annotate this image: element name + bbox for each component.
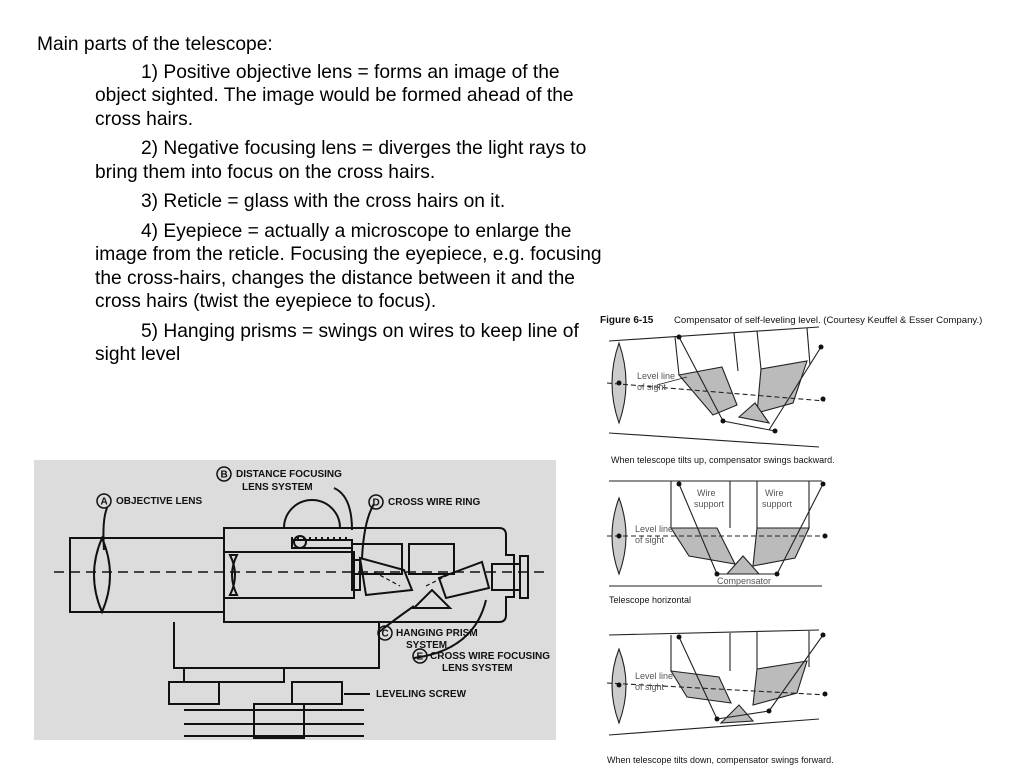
note-item-focusing-lens: 2) Negative focusing lens = diverges the… [95,138,587,183]
label-lens-system-e: LENS SYSTEM [442,663,513,674]
panel1-caption: When telescope tilts up, compensator swi… [611,455,835,465]
telescope-diagram: A OBJECTIVE LENS B DISTANCE FOCUSING LEN… [54,466,550,739]
figure-caption: Compensator of self-leveling level. (Cou… [674,315,982,326]
note-item-eyepiece: 4) Eyepiece = actually a microscope to e… [95,220,602,313]
level-line-label-2: Level line [635,524,673,534]
compensator-label: Compensator [717,576,771,586]
wire-support-left-2: support [694,499,725,509]
wire-support-left-1: Wire [697,488,716,498]
label-distance-focusing: DISTANCE FOCUSING [236,469,342,480]
panel-tilt-down: Level line of sight When telescope tilts… [606,629,834,765]
label-b-letter: B [221,470,228,481]
level-line-label-3: Level line [635,671,673,681]
notes-heading: Main parts of the telescope: [37,34,273,55]
note-item-objective-lens: 1) Positive objective lens = forms an im… [95,61,574,130]
of-sight-label-2: of sight [635,535,665,545]
panel-horizontal: Level line of sight Wire support Wire su… [607,480,828,605]
label-a-letter: A [101,497,108,508]
panel3-caption: When telescope tilts down, compensator s… [607,755,834,765]
telescope-cross-section-figure: A OBJECTIVE LENS B DISTANCE FOCUSING LEN… [34,460,556,740]
label-e-letter: E [417,652,424,663]
note-item-reticle: 3) Reticle = glass with the cross hairs … [141,191,506,212]
label-d-letter: D [373,498,380,509]
label-hanging-prism: HANGING PRISM [396,628,478,639]
note-item-hanging-prisms: 5) Hanging prisms = swings on wires to k… [95,320,579,366]
wire-support-right-1: Wire [765,488,784,498]
figure-number: Figure 6-15 [600,315,654,326]
label-lens-system-b: LENS SYSTEM [242,482,313,493]
panel2-caption: Telescope horizontal [609,595,691,605]
label-c-letter: C [382,629,389,640]
label-cross-wire-ring: CROSS WIRE RING [388,497,480,508]
wire-support-right-2: support [762,499,793,509]
label-objective-lens: OBJECTIVE LENS [116,496,202,507]
of-sight-label-3: of sight [635,682,665,692]
compensator-figure: Figure 6-15 Compensator of self-leveling… [597,305,1017,768]
compensator-diagram: Figure 6-15 Compensator of self-leveling… [600,315,982,765]
of-sight-label-1: of sight [637,382,667,392]
telescope-notes: Main parts of the telescope: 1) Positive… [37,33,609,373]
level-line-label-1: Level line [637,371,675,381]
label-system-c: SYSTEM [406,640,447,651]
panel-tilt-up: Level line of sight When telescope tilts… [606,326,835,465]
label-cross-wire-focusing: CROSS WIRE FOCUSING [430,651,550,662]
label-leveling-screw: LEVELING SCREW [376,689,467,700]
